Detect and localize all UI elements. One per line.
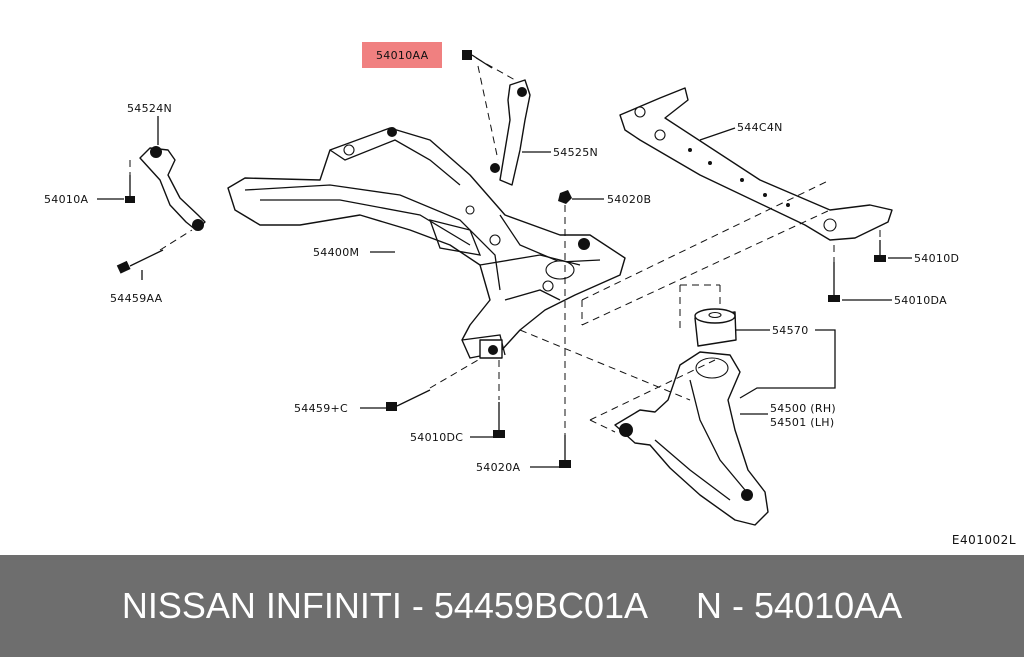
footer-part-numbers: NISSAN INFINITI - 54459BC01A N - 54010AA [121,585,903,626]
label-54010DA[interactable]: 54010DA [894,294,947,307]
bolt-54010D [874,240,886,262]
bushing-54570 [694,308,737,347]
label-54459AA[interactable]: 54459AA [110,292,163,305]
label-54020A[interactable]: 54020A [476,461,520,474]
label-54570[interactable]: 54570 [772,324,809,337]
diagram-code: E401002L [951,533,1016,547]
bolt-54459AA [116,249,164,274]
label-54459C[interactable]: 54459+C [294,402,348,415]
label-54524N[interactable]: 54524N [127,102,172,115]
subframe-54400M [227,127,626,359]
control-arm-54500 [614,351,769,526]
highlight-box [362,42,442,68]
label-54010AA-top[interactable]: 54010AA [376,49,429,62]
label-54525N[interactable]: 54525N [553,146,598,159]
bolt-54010A [125,175,135,203]
link-54524N [139,146,206,231]
label-54500[interactable]: 54500 (RH) [770,402,836,415]
bolt-54459C [386,389,431,411]
part-labels: 54010AA 54524N 54010A 54459AA 54525N 540… [44,49,959,474]
bolt-54010DC [493,402,505,438]
leader-lines [97,116,912,468]
label-54400M[interactable]: 54400M [313,246,359,259]
label-544C4N[interactable]: 544C4N [737,121,783,134]
diagram-svg: 54010AA 54524N 54010A 54459AA 54525N 540… [44,42,959,526]
footer-banner: NISSAN INFINITI - 54459BC01A N - 54010AA [0,555,1024,657]
link-54525N [490,79,531,186]
label-54010D[interactable]: 54010D [914,252,959,265]
label-54501[interactable]: 54501 (LH) [770,416,834,429]
label-54010DC[interactable]: 54010DC [410,431,463,444]
nut-54020B [558,190,572,204]
label-54010A[interactable]: 54010A [44,193,88,206]
parts-diagram: 54010AA 54524N 54010A 54459AA 54525N 540… [44,42,1016,547]
label-54020B[interactable]: 54020B [607,193,651,206]
bolt-54010DA [828,262,840,302]
brace-544C4N [619,87,893,241]
assembly-lines [129,57,881,440]
